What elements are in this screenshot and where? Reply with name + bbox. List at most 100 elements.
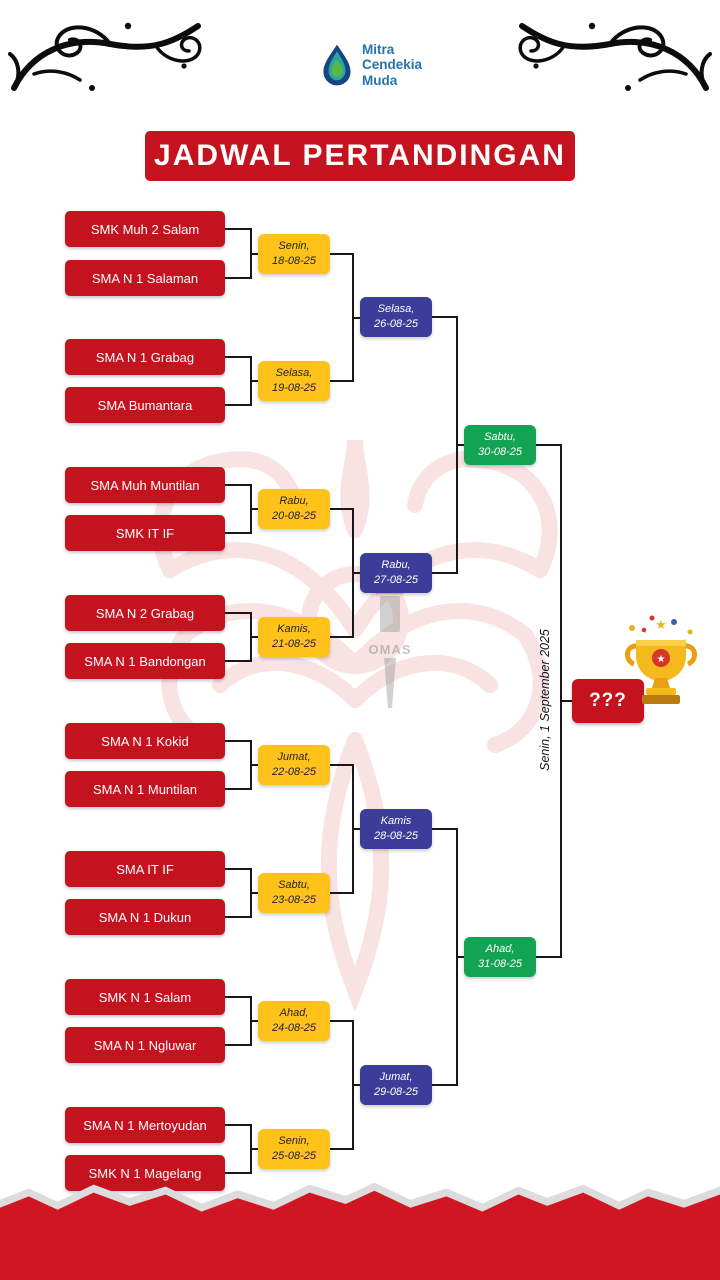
match-day: Jumat, (277, 750, 311, 763)
team-box: SMA N 1 Grabag (65, 339, 225, 375)
match-date-round2: Selasa, 26-08-25 (360, 297, 432, 337)
team-box: SMK IT IF (65, 515, 225, 551)
match-date-round2: Rabu, 27-08-25 (360, 553, 432, 593)
match-date-round2: Kamis 28-08-25 (360, 809, 432, 849)
match-date-round1: Jumat, 22-08-25 (258, 745, 330, 785)
bracket-line (330, 1020, 354, 1022)
match-date: 31-08-25 (477, 958, 523, 970)
match-date-round1: Selasa, 19-08-25 (258, 361, 330, 401)
bracket-line (352, 1084, 364, 1086)
bracket-line (432, 828, 458, 830)
bracket-line (330, 253, 354, 255)
team-box: SMA Bumantara (65, 387, 225, 423)
svg-text:★: ★ (655, 617, 667, 632)
team-box: SMK N 1 Salam (65, 979, 225, 1015)
match-date: 24-08-25 (271, 1022, 317, 1034)
bracket-line (250, 1148, 260, 1150)
match-day: Sabtu, (484, 430, 516, 443)
bracket-line (456, 956, 468, 958)
team-box: SMA N 1 Bandongan (65, 643, 225, 679)
match-date: 30-08-25 (477, 446, 523, 458)
match-date: 29-08-25 (373, 1086, 419, 1098)
bracket-line (330, 380, 354, 382)
team-box: SMA N 1 Mertoyudan (65, 1107, 225, 1143)
match-day: Selasa, (377, 302, 415, 315)
match-date: 20-08-25 (271, 510, 317, 522)
bracket-line (225, 740, 252, 742)
match-date: 22-08-25 (271, 766, 317, 778)
match-day: Rabu, (279, 494, 309, 507)
bracket-line (225, 612, 252, 614)
bracket-line (225, 532, 252, 534)
bracket-line (225, 996, 252, 998)
match-day: Ahad, (279, 1006, 309, 1019)
bracket-line (225, 277, 252, 279)
match-date-round1: Sabtu, 23-08-25 (258, 873, 330, 913)
bracket-line (432, 316, 458, 318)
team-box: SMA N 2 Grabag (65, 595, 225, 631)
bracket-line (352, 316, 364, 319)
team-box: SMA Muh Muntilan (65, 467, 225, 503)
logo-line-1: Mitra (362, 42, 395, 58)
bracket-line (250, 764, 260, 766)
bracket-line (225, 1172, 252, 1174)
bracket-line (250, 636, 260, 638)
bracket-line (250, 380, 260, 382)
champion-placeholder: ??? (572, 679, 644, 723)
team-box: SMA N 1 Salaman (65, 260, 225, 296)
match-date: 27-08-25 (373, 574, 419, 586)
bracket-line (225, 1044, 252, 1046)
team-box: SMK Muh 2 Salam (65, 211, 225, 247)
logo: Mitra Cendekia Muda (320, 42, 422, 88)
logo-line-3: Muda (362, 72, 398, 88)
logo-line-2: Cendekia (362, 57, 423, 73)
bracket-line (432, 1084, 458, 1086)
bracket-line (250, 1020, 260, 1022)
bracket-line (536, 444, 562, 446)
bracket-line (352, 828, 364, 830)
match-date: 25-08-25 (271, 1150, 317, 1162)
match-day: Senin, (278, 239, 310, 252)
team-box: SMA N 1 Muntilan (65, 771, 225, 807)
match-date: 26-08-25 (373, 318, 419, 330)
match-date: 21-08-25 (271, 638, 317, 650)
match-date-round1: Senin, 25-08-25 (258, 1129, 330, 1169)
match-day: Sabtu, (278, 878, 310, 891)
torn-edge (0, 1190, 720, 1280)
bracket-line (330, 508, 354, 510)
svg-text:★: ★ (657, 654, 666, 665)
match-day: Ahad, (485, 942, 515, 955)
bracket-line (560, 700, 574, 702)
bracket-line (330, 764, 354, 766)
logo-drop-icon (323, 44, 351, 86)
team-box: SMK N 1 Magelang (65, 1155, 225, 1191)
bracket-line (330, 1148, 354, 1150)
flourish-ornament-left (8, 22, 202, 91)
match-date-round1: Kamis, 21-08-25 (258, 617, 330, 657)
bracket-line (250, 252, 260, 255)
bracket-line (456, 444, 468, 446)
bracket-line (250, 892, 260, 894)
bracket-line (225, 404, 252, 406)
bracket-line (330, 892, 354, 894)
match-date: 28-08-25 (373, 830, 419, 842)
match-date-round1: Senin, 18-08-25 (258, 234, 330, 274)
bracket-line (225, 868, 252, 870)
page-title: JADWAL PERTANDINGAN (145, 131, 575, 181)
match-day: Selasa, (275, 366, 313, 379)
match-date: 19-08-25 (271, 382, 317, 394)
match-day: Jumat, (379, 1070, 413, 1083)
match-date-round1: Rabu, 20-08-25 (258, 489, 330, 529)
bracket-line (225, 1124, 252, 1126)
team-box: SMA IT IF (65, 851, 225, 887)
bracket-line (352, 572, 364, 574)
bracket-line (225, 916, 252, 918)
match-day: Kamis, (277, 622, 311, 635)
bracket-line (225, 660, 252, 662)
bracket-line (225, 356, 252, 358)
team-box: SMA N 1 Ngluwar (65, 1027, 225, 1063)
match-date: 23-08-25 (271, 894, 317, 906)
match-date-semifinal: Sabtu, 30-08-25 (464, 425, 536, 465)
bracket-line (536, 956, 562, 958)
